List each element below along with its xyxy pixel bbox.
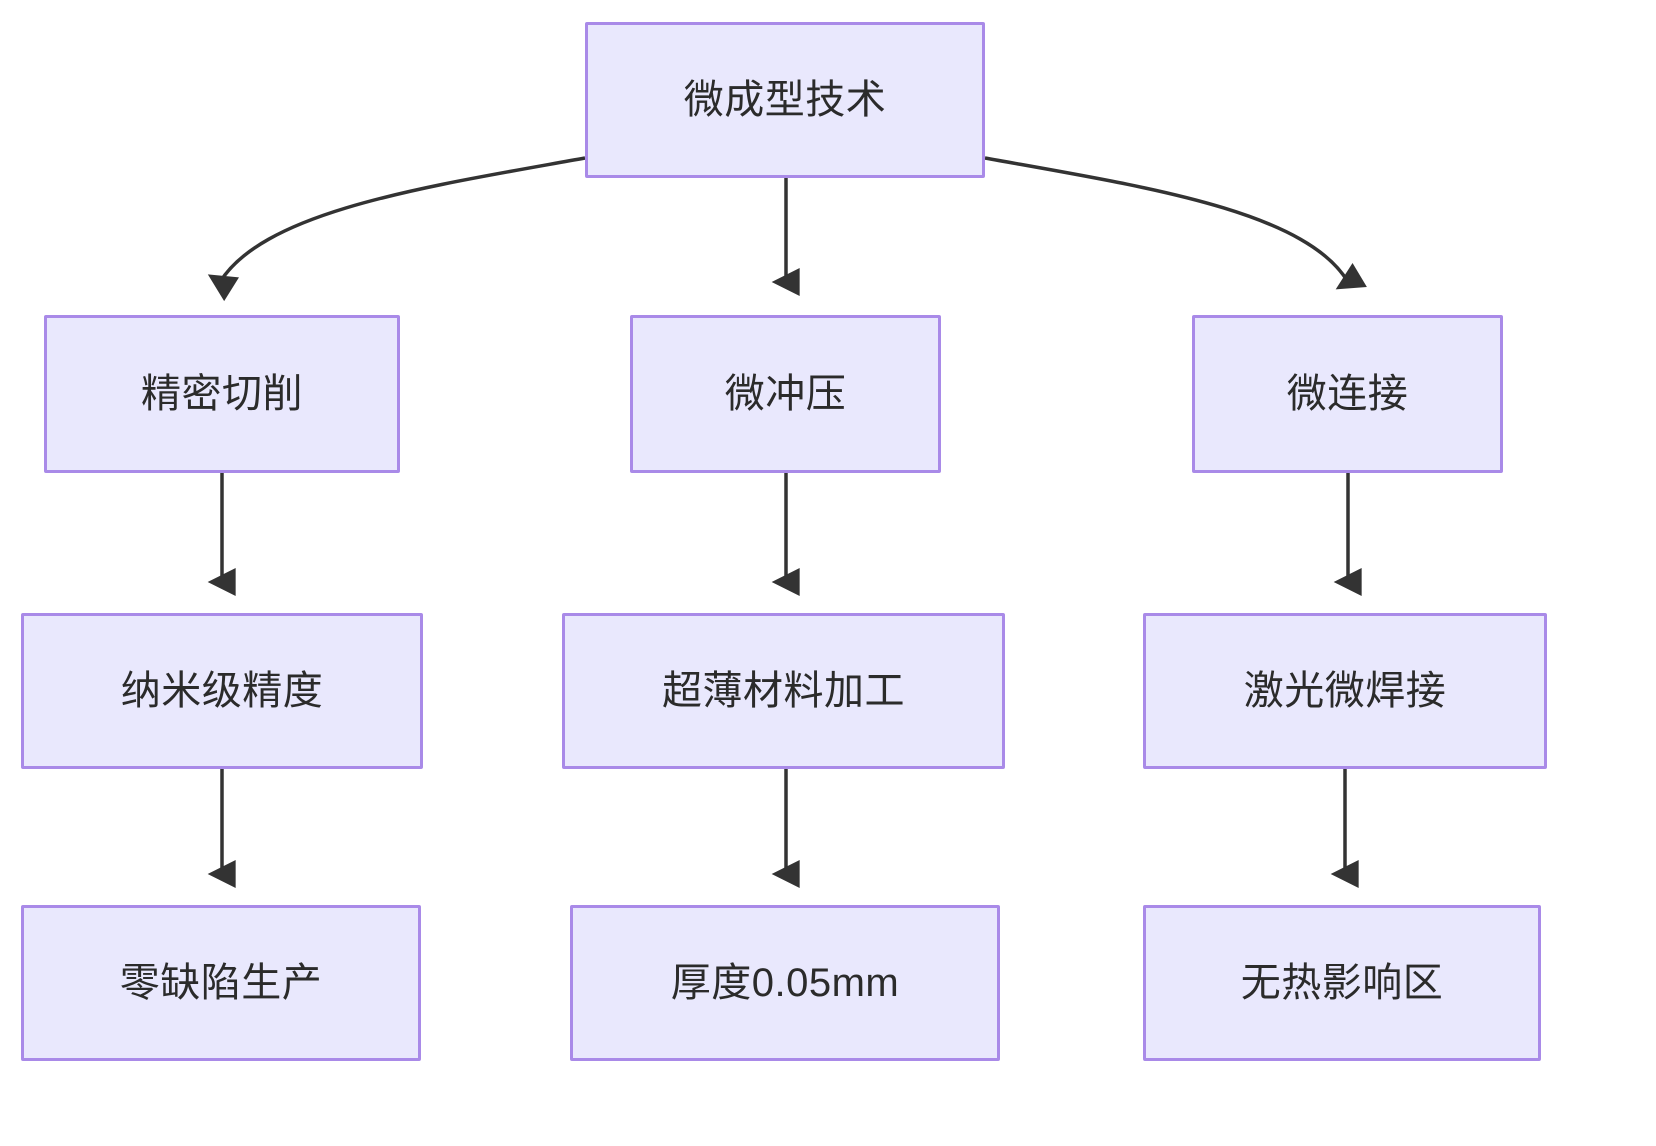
- node-label: 微冲压: [724, 372, 847, 416]
- node-precision-cutting[interactable]: 精密切削: [44, 315, 400, 473]
- node-label: 零缺陷生产: [119, 961, 323, 1005]
- node-label: 微连接: [1286, 372, 1409, 416]
- node-label: 无热影响区: [1240, 961, 1444, 1005]
- node-label: 微成型技术: [683, 78, 887, 122]
- node-label: 厚度0.05mm: [670, 961, 900, 1005]
- edge-root-to-micro-joining: [984, 156, 1367, 290]
- node-micro-joining[interactable]: 微连接: [1192, 315, 1503, 473]
- node-micro-forming-technology[interactable]: 微成型技术: [585, 22, 985, 178]
- node-label: 超薄材料加工: [662, 669, 905, 713]
- node-thickness-spec[interactable]: 厚度0.05mm: [570, 905, 1000, 1061]
- node-label: 纳米级精度: [120, 669, 324, 713]
- node-laser-micro-welding[interactable]: 激光微焊接: [1143, 613, 1547, 769]
- node-no-heat-affected-zone[interactable]: 无热影响区: [1143, 905, 1541, 1061]
- node-label: 激光微焊接: [1243, 669, 1447, 713]
- node-label: 精密切削: [141, 372, 303, 416]
- node-nanometer-precision[interactable]: 纳米级精度: [21, 613, 423, 769]
- node-micro-stamping[interactable]: 微冲压: [630, 315, 941, 473]
- edge-root-to-precision-cutting: [207, 156, 586, 302]
- node-zero-defect-production[interactable]: 零缺陷生产: [21, 905, 421, 1061]
- node-ultrathin-material-processing[interactable]: 超薄材料加工: [562, 613, 1005, 769]
